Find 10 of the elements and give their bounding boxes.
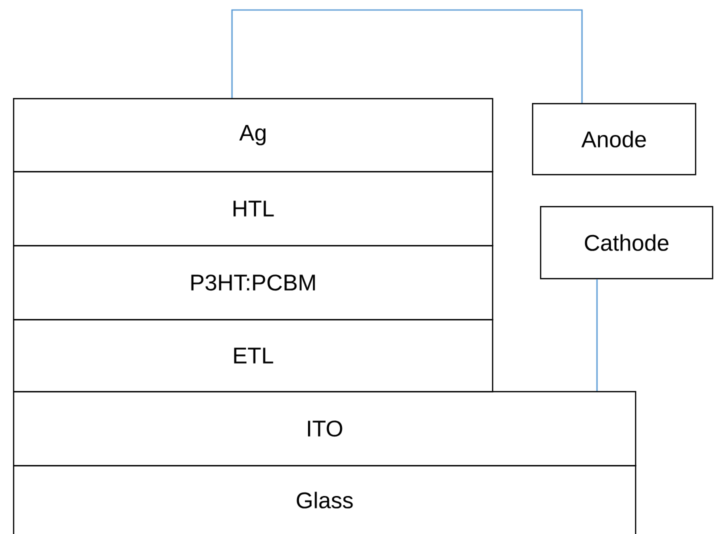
layer-box: P3HT:PCBM <box>13 245 494 320</box>
layer-box: ETL <box>13 319 494 392</box>
label-box: Anode <box>532 103 696 176</box>
connector-line <box>596 279 598 391</box>
layer-box: HTL <box>13 171 494 246</box>
layer-box: ITO <box>13 390 636 466</box>
layer-box: Ag <box>13 98 494 172</box>
connector-line <box>231 9 583 103</box>
layer-box: Glass <box>13 464 636 534</box>
label-box: Cathode <box>540 206 714 280</box>
